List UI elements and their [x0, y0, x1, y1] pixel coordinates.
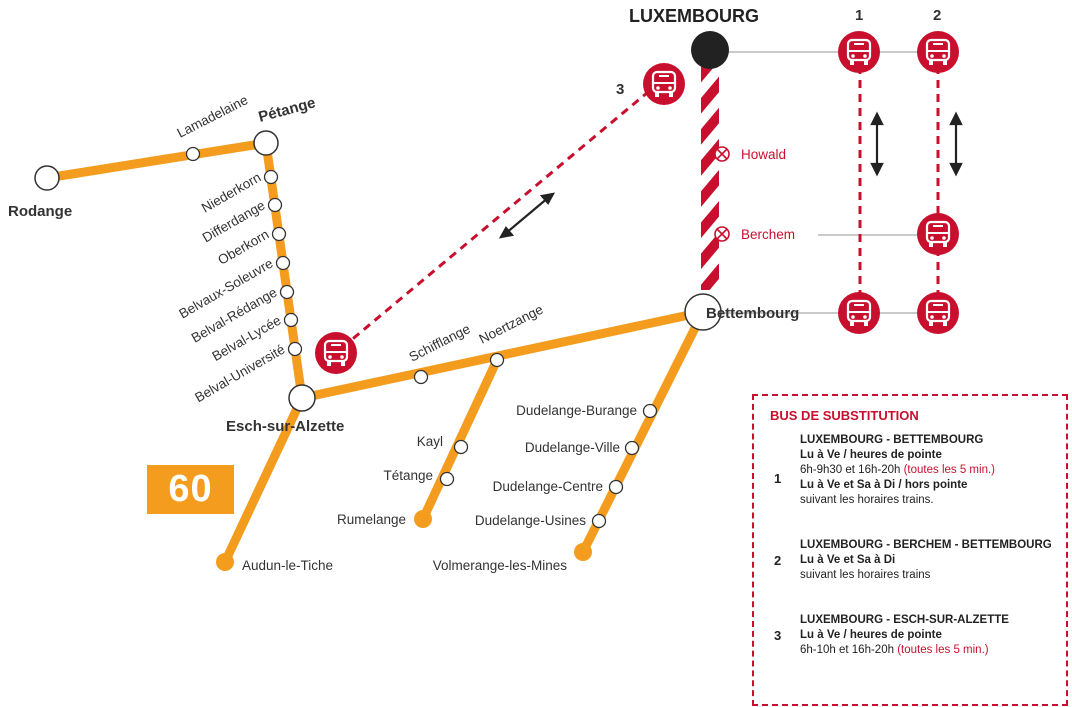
- entry-times: 6h-9h30 et 16h-20h: [800, 464, 901, 476]
- rail-lines: [42, 138, 708, 567]
- station-label: Belval-Université: [192, 342, 287, 406]
- entry-schedule-bold: Lu à Ve et Sa à Di: [800, 554, 896, 566]
- bus-number-1: 1: [855, 7, 863, 24]
- major-stations: [34, 130, 722, 412]
- entry-route: LUXEMBOURG - BERCHEM - BETTEMBOURG: [800, 539, 1052, 551]
- entry-schedule-bold: Lu à Ve / heures de pointe: [800, 629, 942, 641]
- station-label: Noertzange: [477, 302, 546, 347]
- station-label: Lamadelaine: [175, 92, 251, 140]
- station-label: Kayl: [417, 434, 443, 449]
- bus-icon: [915, 290, 961, 336]
- entry-schedule: 6h-9h30 et 16h-20h (toutes les 5 min.): [800, 463, 1054, 478]
- bus-routes: [336, 52, 940, 354]
- bus-icon: [313, 330, 359, 376]
- closed-station-icon: [714, 226, 730, 242]
- city-label-petange: Pétange: [257, 94, 318, 126]
- station-label: Dudelange-Burange: [516, 403, 637, 418]
- legend-entry-3: 3 LUXEMBOURG - ESCH-SUR-ALZETTE Lu à Ve …: [766, 613, 1054, 658]
- bus-number-2: 2: [933, 7, 941, 24]
- entry-schedule: 6h-10h et 16h-20h (toutes les 5 min.): [800, 643, 1054, 658]
- substitution-legend: BUS DE SUBSTITUTION 1 LUXEMBOURG - BETTE…: [752, 394, 1068, 706]
- entry-times: 6h-10h et 16h-20h: [800, 644, 894, 656]
- bus-icon: [641, 61, 687, 107]
- entry-frequency: (toutes les 5 min.): [897, 644, 989, 656]
- station-label-howald: Howald: [741, 147, 786, 162]
- entry-route: LUXEMBOURG - ESCH-SUR-ALZETTE: [800, 614, 1009, 626]
- closed-station-icon: [714, 146, 730, 162]
- double-arrow-icon: [498, 192, 556, 239]
- entry-number: 3: [774, 628, 782, 643]
- city-label-esch: Esch-sur-Alzette: [226, 418, 344, 435]
- bus-icon: [836, 290, 882, 336]
- line-number-badge: 60: [147, 465, 234, 514]
- station-label: Dudelange-Centre: [493, 479, 603, 494]
- station-label: Dudelange-Ville: [525, 440, 620, 455]
- terminus-dots: [216, 510, 592, 571]
- entry-route: LUXEMBOURG - BETTEMBOURG: [800, 434, 984, 446]
- station-label: Tétange: [383, 468, 433, 483]
- entry-note: suivant les horaires trains: [800, 569, 931, 581]
- entry-schedule-bold: Lu à Ve / heures de pointe: [800, 449, 942, 461]
- entry-note: suivant les horaires trains.: [800, 494, 934, 506]
- entry-frequency: (toutes les 5 min.): [903, 464, 995, 476]
- entry-number: 1: [774, 471, 782, 486]
- station-label: Dudelange-Usines: [475, 513, 586, 528]
- entry-number: 2: [774, 553, 782, 568]
- station-label: Schifflange: [407, 321, 473, 365]
- station-label: Audun-le-Tiche: [242, 558, 333, 573]
- legend-entry-2: 2 LUXEMBOURG - BERCHEM - BETTEMBOURG Lu …: [766, 538, 1054, 583]
- double-arrow-icon: [949, 111, 963, 177]
- city-label-luxembourg: LUXEMBOURG: [629, 6, 759, 26]
- bus-icon: [836, 29, 882, 75]
- connector-lines: [712, 51, 938, 314]
- bus-icon: [915, 29, 961, 75]
- city-label-bettembourg: Bettembourg: [706, 305, 799, 322]
- city-label-rodange: Rodange: [8, 203, 72, 220]
- double-arrow-icon: [870, 111, 884, 177]
- station-label: Rumelange: [337, 512, 406, 527]
- entry-schedule-bold: Lu à Ve et Sa à Di / hors pointe: [800, 479, 968, 491]
- station-label-berchem: Berchem: [741, 227, 795, 242]
- station-dots: [185, 146, 658, 529]
- station-label: Volmerange-les-Mines: [433, 558, 568, 573]
- bus-number-3: 3: [616, 81, 624, 98]
- legend-title: BUS DE SUBSTITUTION: [770, 408, 919, 423]
- legend-entry-1: 1 LUXEMBOURG - BETTEMBOURG Lu à Ve / heu…: [766, 433, 1054, 508]
- luxembourg-station: [691, 31, 729, 69]
- bus-icon: [915, 211, 961, 257]
